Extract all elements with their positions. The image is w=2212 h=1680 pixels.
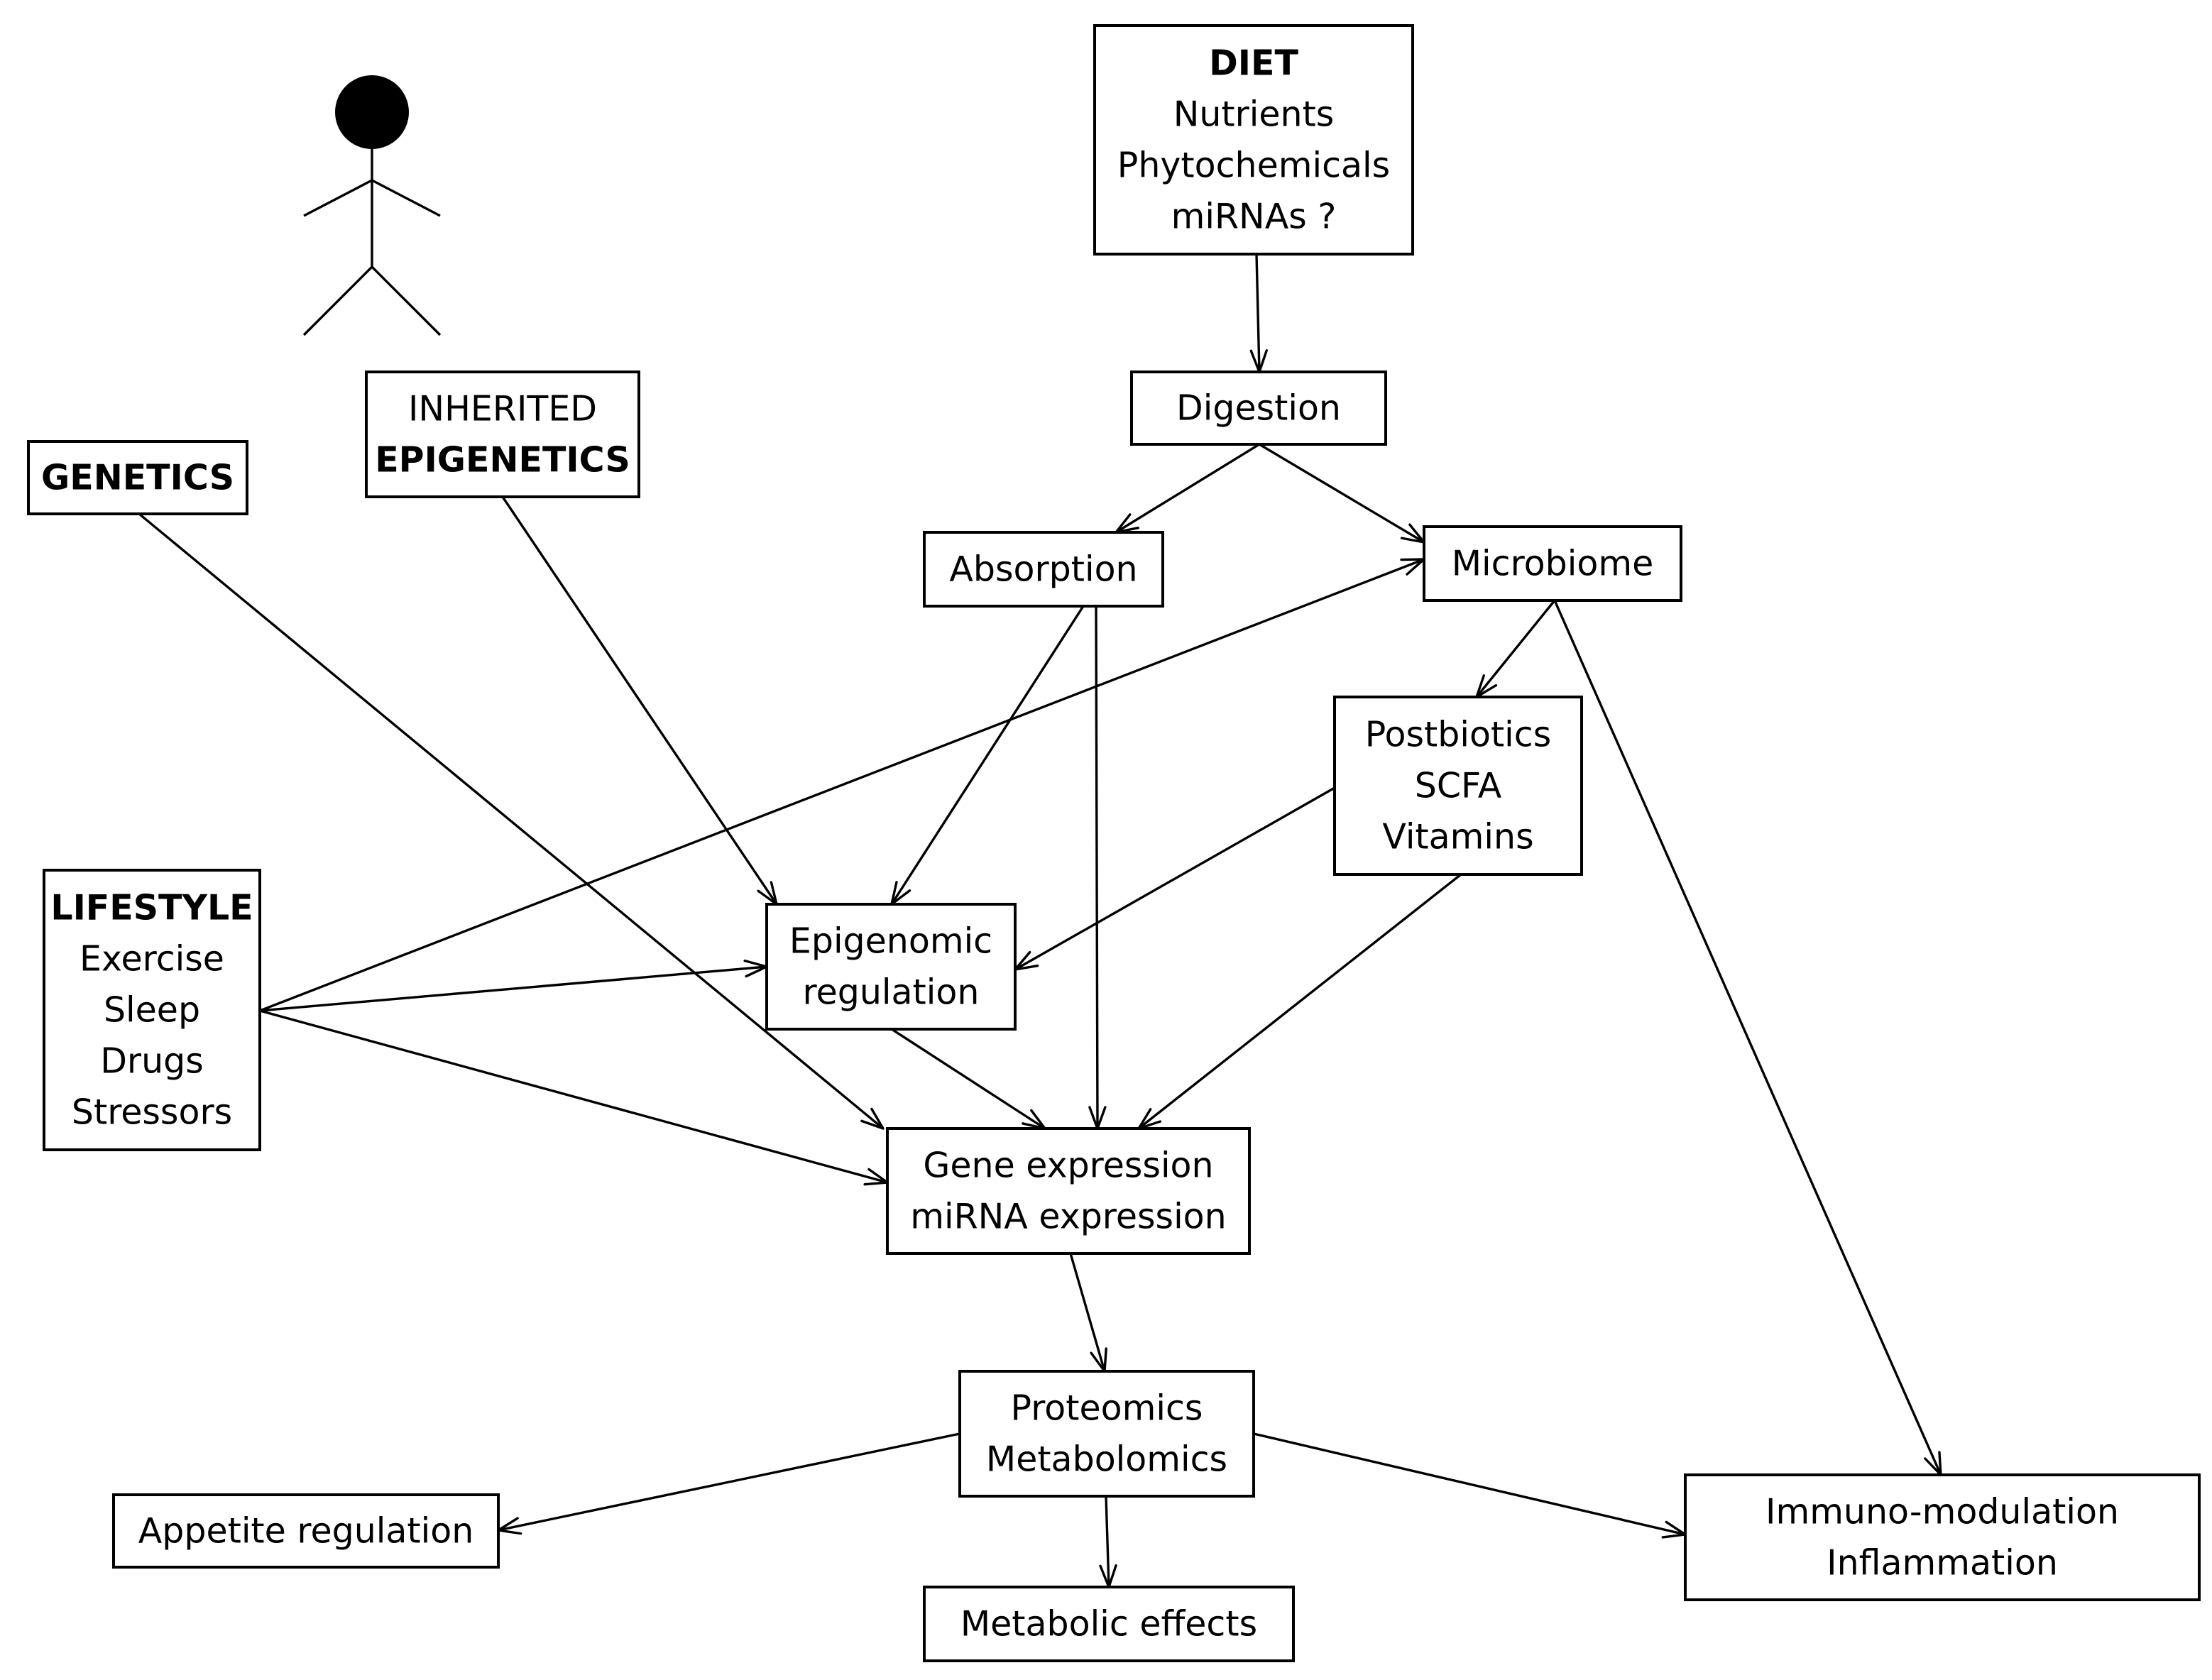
postbiotics-label-2: Vitamins: [1382, 817, 1533, 857]
diet-label-1: Nutrients: [1173, 94, 1335, 135]
epigenomic-label-1: regulation: [803, 972, 980, 1013]
lifestyle-label-2: Sleep: [104, 990, 200, 1031]
proteomics-box: [958, 1370, 1255, 1498]
metabolic-label-0: Metabolic effects: [960, 1604, 1257, 1645]
inherited-node: INHERITED EPIGENETICS: [365, 370, 640, 498]
lifestyle-label-1: Exercise: [80, 939, 224, 979]
edge-genetics-to-gene-expression: [138, 512, 885, 1130]
immuno-label-1: Inflammation: [1827, 1543, 2058, 1583]
diet-label-3: miRNAs ?: [1171, 197, 1337, 237]
absorption-node: Absorption: [923, 531, 1164, 608]
postbiotics-label-1: SCFA: [1415, 766, 1502, 806]
arrowhead-icon: [890, 881, 911, 906]
lifestyle-label-4: Stressors: [72, 1092, 232, 1133]
digestion-label-0: Digestion: [1176, 388, 1341, 429]
immuno-box: [1684, 1473, 2201, 1601]
appetite-box: [112, 1493, 500, 1569]
epigenomic-box: [765, 903, 1017, 1031]
postbiotics-label-0: Postbiotics: [1365, 715, 1552, 755]
microbiome-box: [1423, 525, 1682, 602]
inherited-label-0: INHERITED: [408, 389, 597, 429]
edge-proteomics-to-metabolic: [1099, 1495, 1117, 1588]
metabolic-node: Metabolic effects: [923, 1586, 1295, 1662]
arrowhead-icon: [1115, 513, 1140, 534]
microbiome-label-0: Microbiome: [1452, 544, 1653, 584]
epigenomic-node: Epigenomic regulation: [765, 903, 1017, 1031]
arrowhead-icon: [1400, 523, 1425, 544]
arrowhead-icon: [1014, 950, 1039, 971]
arrowhead-icon: [860, 1107, 885, 1130]
edge-inherited-to-epigenomic: [501, 496, 778, 906]
epigenomic-label-0: Epigenomic: [789, 921, 992, 962]
edge-microbiome-to-postbiotics: [1475, 599, 1556, 698]
edge-digestion-to-microbiome: [1259, 443, 1425, 544]
digestion-box: [1130, 370, 1387, 446]
diet-label-0: DIET: [1209, 43, 1298, 84]
edge-proteomics-to-immuno: [1253, 1432, 1687, 1539]
genetics-box: [27, 440, 248, 515]
genetics-node: GENETICS: [27, 440, 248, 515]
metabolic-box: [923, 1586, 1295, 1662]
edge-gene-expression-to-proteomics: [1069, 1253, 1107, 1373]
postbiotics-box: [1333, 696, 1583, 876]
diet-box: [1093, 24, 1414, 256]
edge-postbiotics-to-epigenomic: [1014, 786, 1335, 971]
lifestyle-label-0: LIFESTYLE: [50, 888, 253, 928]
lifestyle-label-3: Drugs: [100, 1041, 204, 1082]
edge-microbiome-to-immuno: [1553, 600, 1942, 1476]
lifestyle-box: [43, 869, 261, 1151]
immuno-label-0: Immuno-modulation: [1765, 1492, 2119, 1532]
proteomics-label-1: Metabolomics: [986, 1439, 1227, 1480]
absorption-label-0: Absorption: [949, 549, 1137, 590]
proteomics-label-0: Proteomics: [1011, 1388, 1203, 1429]
edge-postbiotics-to-gene-expression: [1137, 873, 1462, 1130]
edge-epigenomic-to-gene-expression: [891, 1028, 1046, 1130]
arrowhead-icon: [1022, 1109, 1046, 1130]
arrowhead-icon: [757, 881, 778, 906]
gene-expression-label-1: miRNA expression: [910, 1197, 1226, 1237]
inherited-box: [365, 370, 640, 498]
gene-expression-box: [886, 1127, 1251, 1255]
digestion-node: Digestion: [1130, 370, 1387, 446]
edge-diet-to-digestion: [1249, 253, 1268, 373]
edge-proteomics-to-appetite: [497, 1432, 960, 1535]
edge-digestion-to-absorption: [1115, 443, 1260, 534]
edge-lifestyle-to-gene-expression: [259, 1009, 889, 1186]
gene-expression-node: Gene expression miRNA expression: [886, 1127, 1251, 1255]
microbiome-node: Microbiome: [1423, 525, 1682, 602]
genetics-label-0: GENETICS: [41, 458, 234, 498]
gene-expression-label-0: Gene expression: [923, 1146, 1213, 1186]
appetite-label-0: Appetite regulation: [138, 1511, 474, 1552]
stick-figure-person-icon: [302, 75, 442, 336]
appetite-node: Appetite regulation: [112, 1493, 500, 1569]
diet-label-2: Phytochemicals: [1117, 146, 1390, 186]
absorption-box: [923, 531, 1164, 608]
inherited-label-1: EPIGENETICS: [375, 440, 630, 481]
